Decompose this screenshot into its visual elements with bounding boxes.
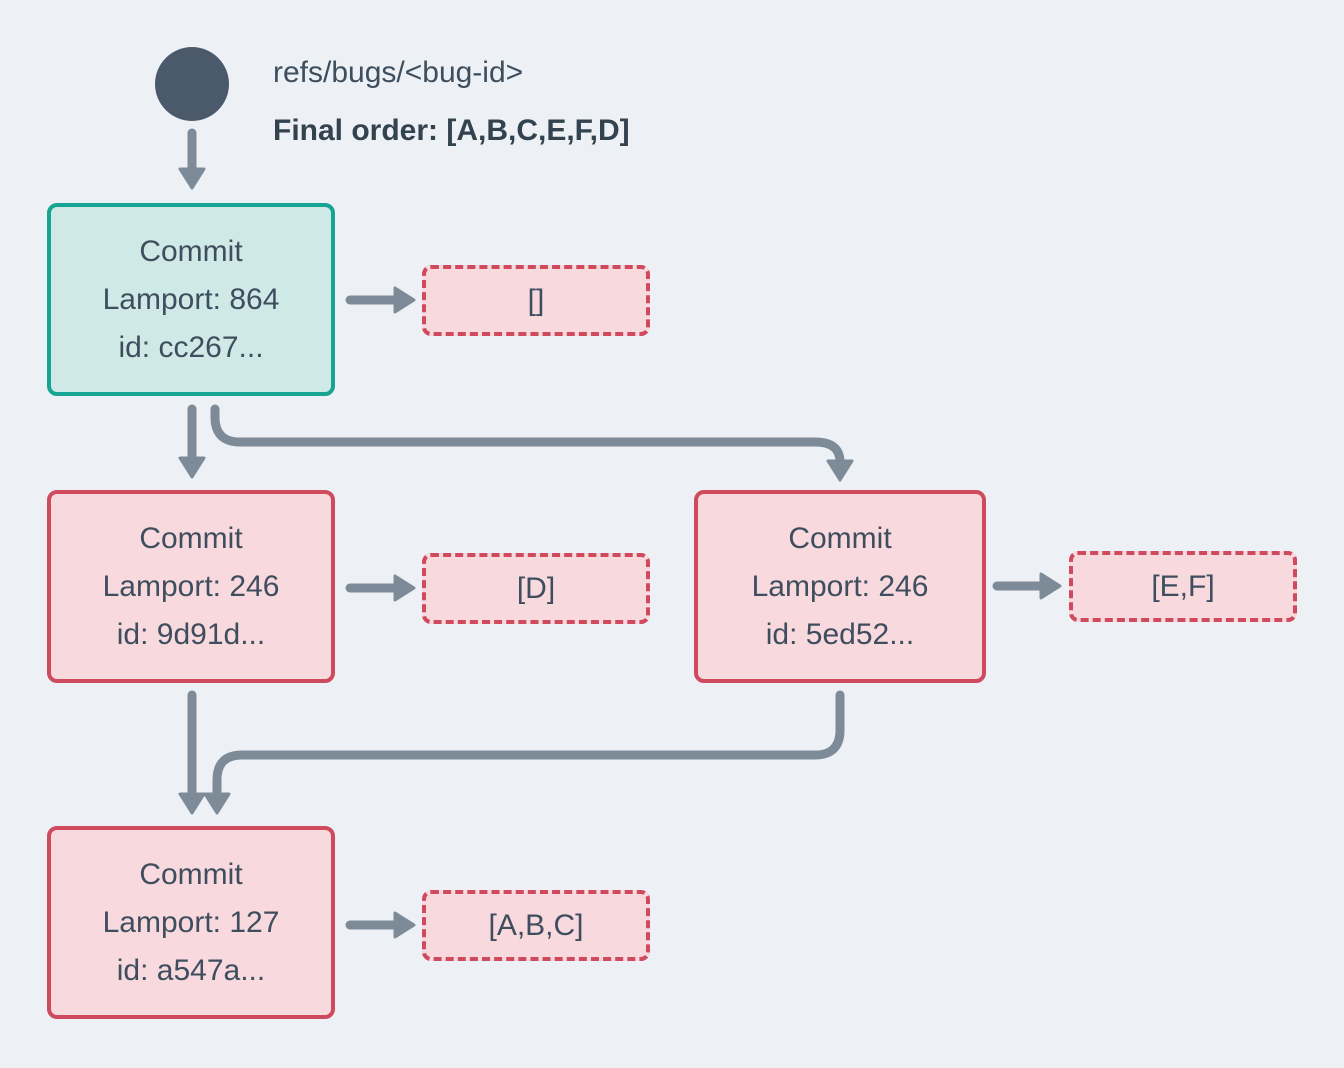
ref-name-label: refs/bugs/<bug-id>	[273, 56, 524, 89]
operations-node-ef: [E,F]	[1069, 551, 1297, 622]
commit-id: id: a547a...	[116, 953, 266, 987]
commit-id: id: 9d91d...	[116, 617, 266, 651]
commit-id: id: 5ed52...	[765, 617, 915, 651]
arrowhead-commit3-to-commit4	[203, 792, 231, 815]
commit-node-right: Commit Lamport: 246 id: 5ed52...	[694, 490, 986, 683]
arrowhead-commit3-to-ops3	[1039, 572, 1062, 600]
arrowhead-commit2-to-ops2	[393, 574, 416, 602]
commit-title: Commit	[139, 857, 243, 891]
commit-lamport: Lamport: 246	[102, 569, 280, 603]
arrowhead-ref-to-commit1	[178, 167, 206, 190]
operations-node-empty: []	[422, 265, 650, 336]
commit-title: Commit	[139, 521, 243, 555]
edge-commit1-to-commit3	[210, 404, 845, 467]
commit-node-bottom: Commit Lamport: 127 id: a547a...	[47, 826, 335, 1019]
commit-lamport: Lamport: 127	[102, 905, 280, 939]
edge-commit3-to-commit4	[212, 690, 845, 799]
arrowhead-commit4-to-ops4	[393, 911, 416, 939]
operations-node-d: [D]	[422, 553, 650, 624]
final-order-label: Final order: [A,B,C,E,F,D]	[273, 114, 630, 147]
commit-lamport: Lamport: 864	[102, 282, 280, 316]
commit-id: id: cc267...	[118, 330, 264, 364]
arrowhead-commit1-to-commit3	[826, 459, 854, 482]
commit-lamport: Lamport: 246	[751, 569, 929, 603]
commit-title: Commit	[788, 521, 892, 555]
ref-node-circle	[155, 47, 229, 121]
arrowhead-commit2-to-commit4	[178, 792, 206, 815]
operations-node-abc: [A,B,C]	[422, 890, 650, 961]
commit-title: Commit	[139, 234, 243, 268]
commit-node-left: Commit Lamport: 246 id: 9d91d...	[47, 490, 335, 683]
arrowhead-commit1-to-ops1	[393, 286, 416, 314]
commit-node-head: Commit Lamport: 864 id: cc267...	[47, 203, 335, 396]
arrowhead-commit1-to-commit2	[178, 456, 206, 479]
